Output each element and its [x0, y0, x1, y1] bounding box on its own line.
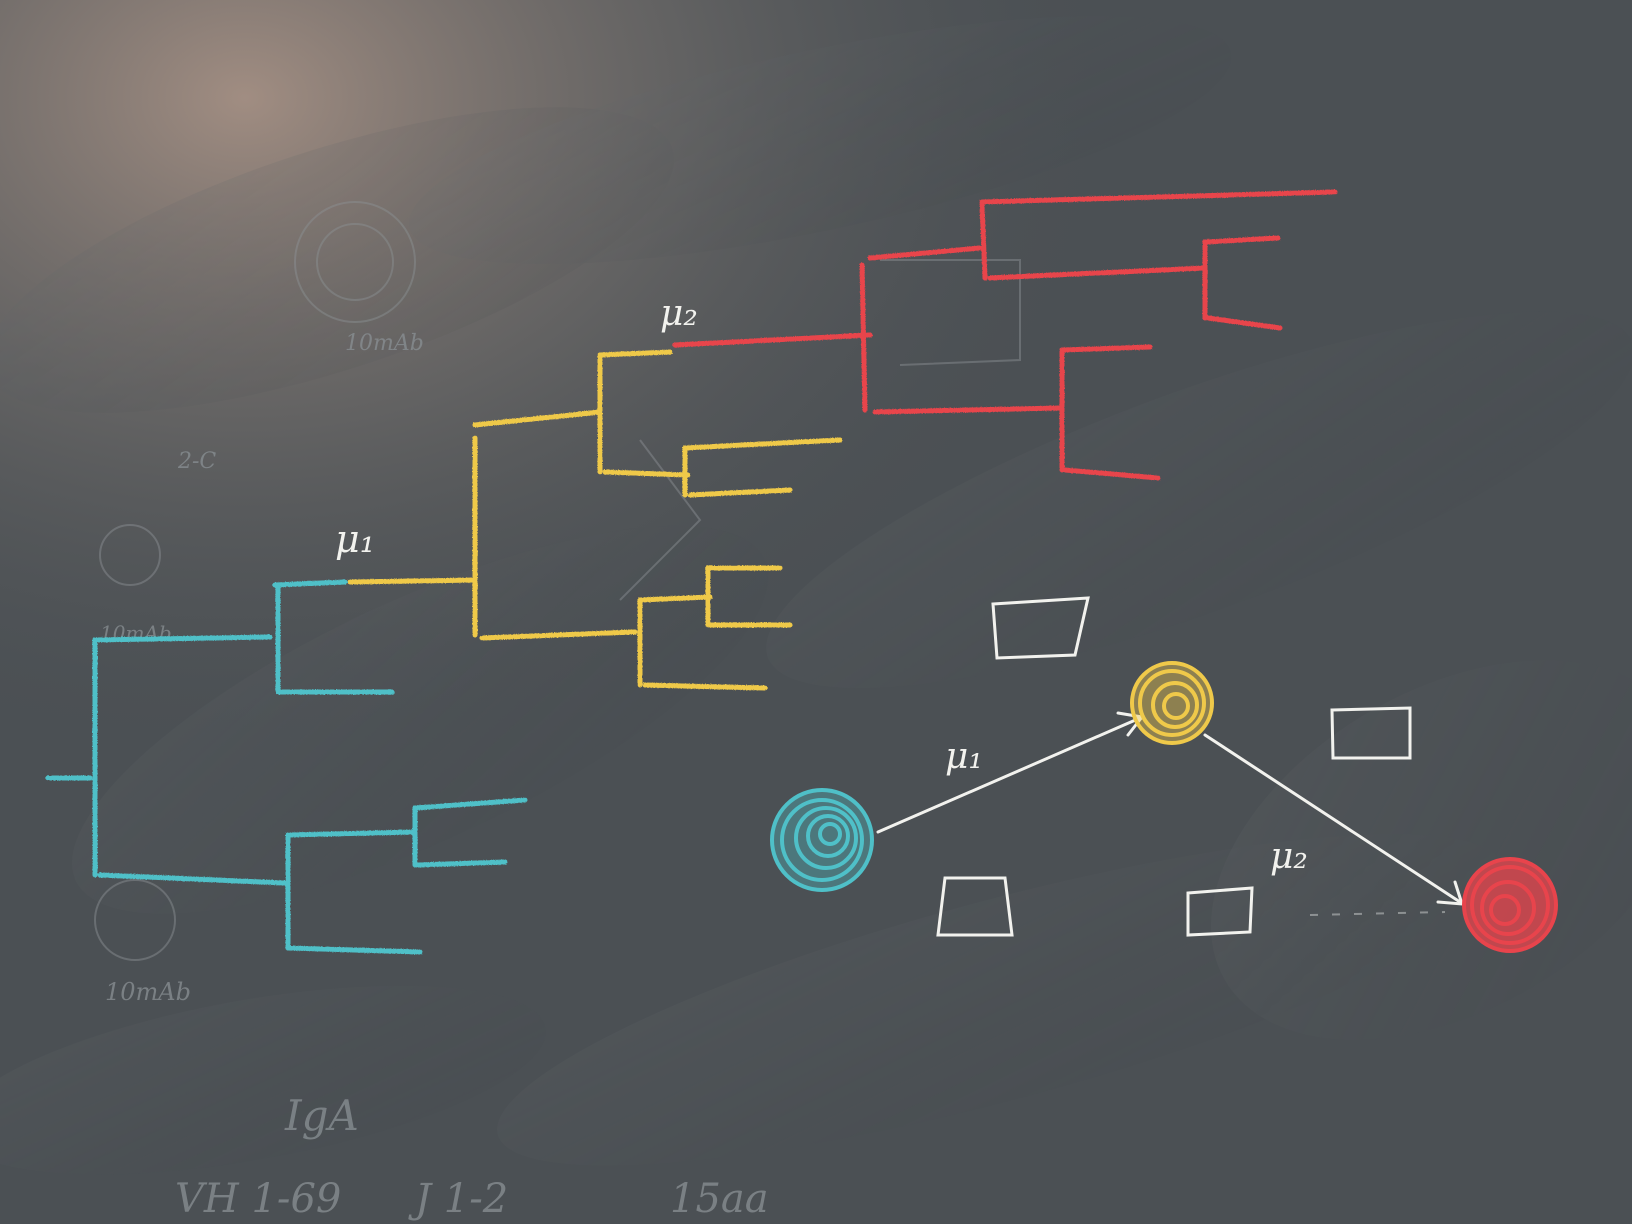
tree-red-branches [672, 189, 1338, 481]
tree-label-mu1: μ₁ [335, 517, 375, 561]
faint-bottom-row-3: J 1-2 [408, 1176, 508, 1222]
dashed-guide [1309, 911, 1446, 916]
tree-yellow-branches [347, 349, 843, 691]
graph-arrows [876, 711, 1465, 906]
box-top [991, 596, 1090, 660]
tree-label-mu2: μ₂ [660, 293, 698, 334]
faint-bottom-row-2: VH 1-69 [175, 1176, 341, 1222]
faint-label-top-left: 10mAb [345, 331, 424, 356]
arrow-head-2 [1436, 880, 1465, 906]
node-cyan [770, 788, 874, 892]
faint-chalk-remnants [94, 201, 1021, 961]
arrow-cyan-to-yellow [876, 716, 1142, 834]
graph-label-mu1: μ₁ [945, 736, 983, 777]
node-yellow [1130, 661, 1214, 745]
faint-bottom-row-1: IgA [284, 1091, 359, 1140]
node-red [1462, 857, 1558, 953]
tree-cyan-branches [45, 579, 528, 955]
faint-bottom-row-4: 15aa [670, 1176, 769, 1222]
box-lower-middle [1186, 886, 1254, 937]
faint-label-left: 2-C [177, 449, 216, 474]
arrow-yellow-to-red [1203, 733, 1462, 904]
box-right [1330, 706, 1412, 760]
faint-label-bottom-left: 10mAb [105, 978, 191, 1006]
graph-boxes [936, 596, 1412, 937]
graph-label-mu2: μ₂ [1270, 836, 1308, 877]
box-lower-left [936, 876, 1014, 937]
